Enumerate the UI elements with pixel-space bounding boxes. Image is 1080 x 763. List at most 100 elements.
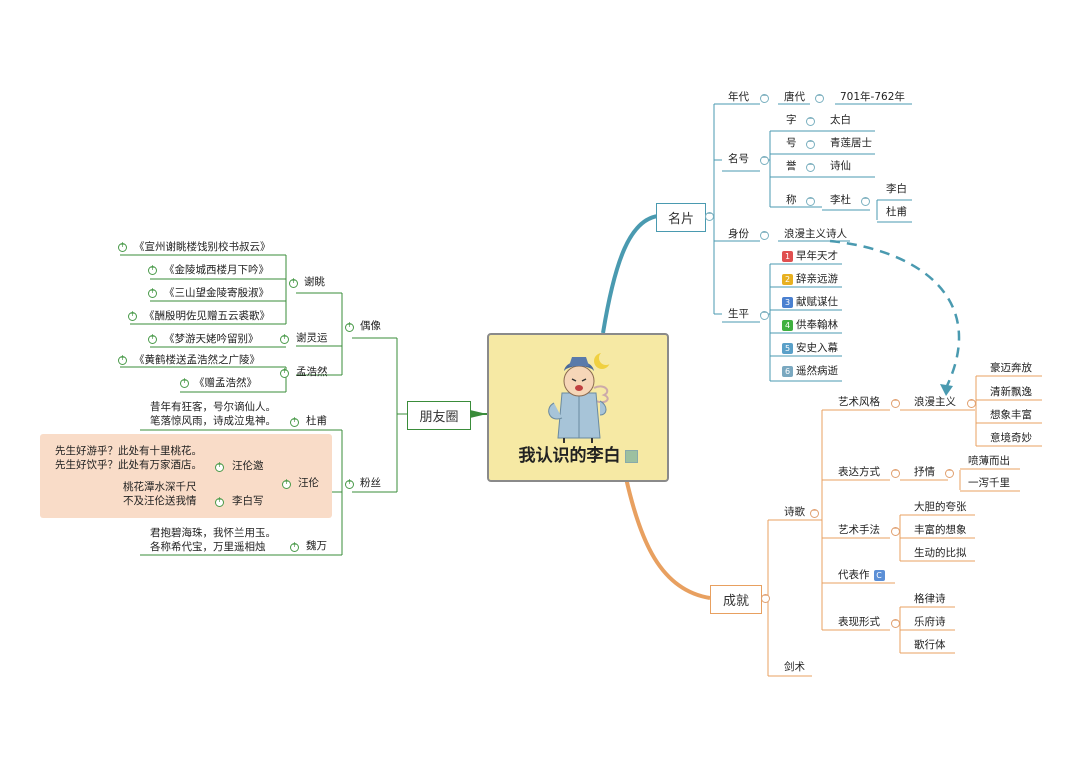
node-lidu[interactable]: 李杜 bbox=[830, 194, 851, 206]
node-hao[interactable]: 号 bbox=[786, 137, 797, 149]
work-item[interactable]: 《宣州谢眺楼饯别校书叔云》 bbox=[134, 241, 271, 253]
collapse-toggle-icon[interactable] bbox=[760, 91, 769, 103]
style-item[interactable]: 想象丰富 bbox=[990, 409, 1032, 421]
expand-toggle-icon[interactable] bbox=[280, 366, 289, 378]
form-item[interactable]: 格律诗 bbox=[914, 593, 946, 605]
node-ouxiang[interactable]: 偶像 bbox=[360, 320, 381, 332]
collapse-toggle-icon[interactable] bbox=[891, 466, 900, 478]
expression-item[interactable]: 一泻千里 bbox=[968, 477, 1010, 489]
node-wanglun[interactable]: 汪伦 bbox=[298, 477, 319, 489]
work-item[interactable]: 《三山望金陵寄殷淑》 bbox=[164, 287, 269, 299]
expand-toggle-icon[interactable] bbox=[118, 240, 127, 252]
node-shengping[interactable]: 生平 bbox=[728, 308, 749, 320]
node-shige[interactable]: 诗歌 bbox=[784, 506, 805, 518]
node-qinglian[interactable]: 青莲居士 bbox=[830, 137, 872, 149]
node-shixian[interactable]: 诗仙 bbox=[830, 160, 851, 172]
node-cheng[interactable]: 称 bbox=[786, 194, 797, 206]
node-fensi[interactable]: 粉丝 bbox=[360, 477, 381, 489]
collapse-toggle-icon[interactable] bbox=[760, 308, 769, 320]
form-item[interactable]: 乐府诗 bbox=[914, 616, 946, 628]
technique-item[interactable]: 生动的比拟 bbox=[914, 547, 967, 559]
node-menghaoran[interactable]: 孟浩然 bbox=[296, 366, 328, 378]
node-xingshi[interactable]: 表现形式 bbox=[838, 616, 880, 628]
style-item[interactable]: 意境奇妙 bbox=[990, 432, 1032, 444]
expand-toggle-icon[interactable] bbox=[345, 320, 354, 332]
flag-icon[interactable] bbox=[624, 449, 638, 463]
branch-pengyouquan[interactable]: 朋友圈 bbox=[407, 401, 471, 430]
collapse-toggle-icon[interactable] bbox=[891, 396, 900, 408]
node-yu[interactable]: 誉 bbox=[786, 160, 797, 172]
node-langmanzhuyi[interactable]: 浪漫主义 bbox=[914, 396, 956, 408]
node-taibai[interactable]: 太白 bbox=[830, 114, 851, 126]
node-dufu-fan[interactable]: 杜甫 bbox=[306, 415, 327, 427]
collapse-toggle-icon[interactable] bbox=[806, 160, 815, 172]
node-years[interactable]: 701年-762年 bbox=[840, 91, 905, 103]
node-niandai[interactable]: 年代 bbox=[728, 91, 749, 103]
expand-toggle-icon[interactable] bbox=[345, 477, 354, 489]
technique-item[interactable]: 大胆的夸张 bbox=[914, 501, 967, 513]
collapse-toggle-icon[interactable] bbox=[705, 209, 714, 221]
branch-chengjiu[interactable]: 成就 bbox=[710, 585, 762, 614]
node-xietiao[interactable]: 谢眺 bbox=[304, 276, 325, 288]
node-weiwan[interactable]: 魏万 bbox=[306, 540, 327, 552]
node-minghao[interactable]: 名号 bbox=[728, 153, 749, 165]
collapse-toggle-icon[interactable] bbox=[967, 396, 976, 408]
node-shuqing[interactable]: 抒情 bbox=[914, 466, 935, 478]
collapse-toggle-icon[interactable] bbox=[761, 591, 770, 603]
work-item[interactable]: 《酬殷明佐见赠五云裘歌》 bbox=[144, 310, 270, 322]
node-langman-poet[interactable]: 浪漫主义诗人 bbox=[784, 228, 847, 240]
collapse-toggle-icon[interactable] bbox=[806, 114, 815, 126]
collapse-toggle-icon[interactable] bbox=[806, 194, 815, 206]
node-libai-xie[interactable]: 李白写 bbox=[232, 495, 264, 507]
form-item[interactable]: 歌行体 bbox=[914, 639, 946, 651]
expand-toggle-icon[interactable] bbox=[215, 495, 224, 507]
central-topic[interactable]: 我认识的李白 bbox=[487, 333, 669, 482]
expand-toggle-icon[interactable] bbox=[290, 540, 299, 552]
node-wanglun-yao[interactable]: 汪伦邀 bbox=[232, 460, 264, 472]
branch-mingpian[interactable]: 名片 bbox=[656, 203, 706, 232]
collapse-toggle-icon[interactable] bbox=[810, 506, 819, 518]
node-fengge[interactable]: 艺术风格 bbox=[838, 396, 880, 408]
expand-toggle-icon[interactable] bbox=[215, 460, 224, 472]
collapse-toggle-icon[interactable] bbox=[945, 466, 954, 478]
style-item[interactable]: 清新飘逸 bbox=[990, 386, 1032, 398]
expand-toggle-icon[interactable] bbox=[282, 477, 291, 489]
expression-item[interactable]: 喷薄而出 bbox=[968, 455, 1010, 467]
work-item[interactable]: 《梦游天姥吟留别》 bbox=[164, 333, 259, 345]
expand-toggle-icon[interactable] bbox=[290, 415, 299, 427]
node-dufu[interactable]: 杜甫 bbox=[886, 206, 907, 218]
expand-toggle-icon[interactable] bbox=[148, 332, 157, 344]
work-item[interactable]: 《赠孟浩然》 bbox=[194, 377, 257, 389]
node-libai[interactable]: 李白 bbox=[886, 183, 907, 195]
collapse-toggle-icon[interactable] bbox=[891, 616, 900, 628]
technique-item[interactable]: 丰富的想象 bbox=[914, 524, 967, 536]
node-biaoda[interactable]: 表达方式 bbox=[838, 466, 880, 478]
node-jianshu[interactable]: 剑术 bbox=[784, 661, 805, 673]
expand-toggle-icon[interactable] bbox=[289, 276, 298, 288]
node-shenfen[interactable]: 身份 bbox=[728, 228, 749, 240]
collapse-toggle-icon[interactable] bbox=[806, 137, 815, 149]
collapse-toggle-icon[interactable] bbox=[815, 91, 824, 103]
expand-toggle-icon[interactable] bbox=[280, 332, 289, 344]
expand-toggle-icon[interactable] bbox=[128, 309, 137, 321]
expand-toggle-icon[interactable] bbox=[180, 376, 189, 388]
collapse-toggle-icon[interactable] bbox=[861, 194, 870, 206]
expand-toggle-icon[interactable] bbox=[148, 263, 157, 275]
work-item[interactable]: 《金陵城西楼月下吟》 bbox=[164, 264, 269, 276]
collapse-toggle-icon[interactable] bbox=[760, 228, 769, 240]
node-tangdai[interactable]: 唐代 bbox=[784, 91, 805, 103]
node-xielingyun[interactable]: 谢灵运 bbox=[296, 332, 328, 344]
node-zi[interactable]: 字 bbox=[786, 114, 797, 126]
expand-toggle-icon[interactable] bbox=[148, 286, 157, 298]
work-item[interactable]: 《黄鹤楼送孟浩然之广陵》 bbox=[134, 354, 260, 366]
style-item[interactable]: 豪迈奔放 bbox=[990, 362, 1032, 374]
collapse-toggle-icon[interactable] bbox=[891, 524, 900, 536]
attachment-c-icon[interactable]: C bbox=[873, 569, 885, 581]
